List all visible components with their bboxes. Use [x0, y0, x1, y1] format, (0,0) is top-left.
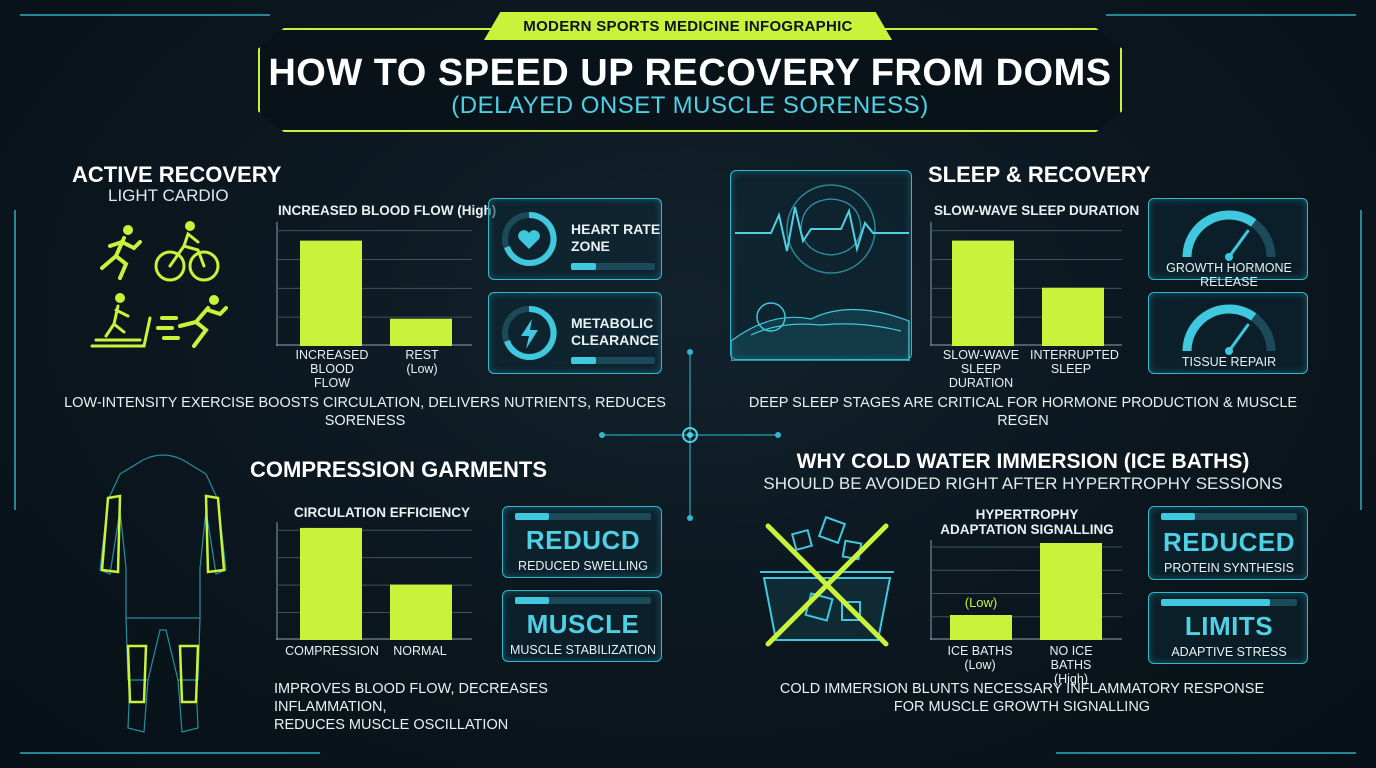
title-frame: [258, 28, 1122, 132]
x-tick-label: COMPRESSION: [285, 644, 379, 658]
bar: [390, 584, 452, 640]
frame-line: [1106, 14, 1356, 16]
card-label: PROTEIN SYNTHESIS: [1164, 561, 1294, 575]
progress-fill: [515, 513, 549, 520]
cold-subtitle: SHOULD BE AVOIDED RIGHT AFTER HYPERTROPH…: [763, 474, 1283, 493]
data-label: (Low): [965, 595, 998, 610]
compression-body-icon: [99, 454, 227, 733]
chart-title: INCREASED BLOOD FLOW (High): [278, 203, 497, 218]
page-subtitle: (DELAYED ONSET MUSCLE SORENESS): [451, 92, 929, 119]
progress-track: [515, 513, 651, 520]
x-tick-label: ICE BATHS(Low): [947, 644, 1013, 672]
running-icon: [100, 225, 142, 280]
reduced-swelling-card: REDUCD REDUCED SWELLING: [502, 506, 662, 578]
gauge-needle: [1227, 323, 1250, 353]
frame-line: [14, 210, 16, 510]
chart-title: SLOW-WAVE SLEEP DURATION: [934, 203, 1140, 218]
gauge-icon: [1182, 304, 1276, 355]
progress-fill: [571, 263, 597, 270]
frame-line: [20, 14, 270, 16]
active-recovery-subtitle: LIGHT CARDIO: [108, 186, 229, 205]
cold-title: WHY COLD WATER IMMERSION (ICE BATHS): [796, 450, 1250, 473]
progress-track: [1161, 513, 1297, 520]
protein-synthesis-card: REDUCED PROTEIN SYNTHESIS: [1148, 506, 1308, 580]
frame-line: [1056, 752, 1356, 754]
card-label: CLEARANCE: [571, 332, 659, 348]
bar: [300, 240, 362, 346]
circulation-chart: [276, 522, 472, 640]
x-tick-label: NO ICE BATHS(High): [1049, 644, 1093, 686]
gauge-hub: [1225, 253, 1233, 261]
card-label: METABOLIC: [571, 315, 654, 331]
bar: [1040, 543, 1102, 640]
lightning-icon: [502, 305, 557, 360]
x-tick-label: NORMAL: [393, 644, 447, 658]
card-label: ZONE: [571, 238, 610, 254]
progress-track: [1161, 599, 1297, 606]
progress-fill: [1161, 599, 1270, 606]
active-recovery-caption: LOW-INTENSITY EXERCISE BOOSTS CIRCULATIO…: [64, 395, 666, 429]
tissue-repair-card: TISSUE REPAIR: [1148, 292, 1308, 374]
card-label: HEART RATE: [571, 221, 661, 237]
compression-caption: IMPROVES BLOOD FLOW, DECREASES INFLAMMAT…: [274, 681, 548, 733]
sleep-title: SLEEP & RECOVERY: [928, 162, 1151, 187]
compression-title: COMPRESSION GARMENTS: [250, 457, 548, 482]
brain-sleep-icon: [730, 184, 910, 362]
card-label: MUSCLE STABILIZATION: [509, 643, 657, 657]
bar: [950, 615, 1012, 640]
card-word: REDUCED: [1162, 527, 1296, 557]
progress-track: [571, 263, 655, 270]
gauge-needle: [1227, 229, 1250, 259]
x-tick-label: REST(Low): [405, 348, 439, 376]
card-label: ADAPTIVE STRESS: [1171, 645, 1287, 659]
activity-icons: [90, 221, 228, 348]
cycling-icon: [154, 221, 220, 282]
heart-icon: [502, 211, 557, 266]
card-label: REDUCED SWELLING: [518, 559, 648, 573]
center-connector: [599, 349, 781, 521]
gauge-label: TISSUE REPAIR: [1181, 355, 1277, 369]
blood-flow-chart: [276, 222, 472, 346]
gauge-fill: [1182, 304, 1257, 352]
card-word: REDUCD: [525, 525, 641, 555]
ice-bath-crossed-icon: [760, 515, 894, 647]
card-word: LIMITS: [1184, 611, 1274, 641]
progress-fill: [1161, 513, 1195, 520]
bar: [390, 318, 452, 346]
progress-track: [571, 357, 655, 364]
bar: [300, 527, 362, 640]
gauge-icon: [1182, 210, 1276, 261]
header-kicker: MODERN SPORTS MEDICINE INFOGRAPHIC: [484, 12, 892, 40]
progress-fill: [571, 357, 597, 364]
gauge-label: GROWTH HORMONE RELEASE: [1166, 261, 1292, 289]
bar: [1042, 287, 1104, 346]
chart-title: CIRCULATION EFFICIENCY: [294, 505, 470, 520]
gauge-fill: [1182, 210, 1257, 258]
sleep-chart: [930, 222, 1122, 346]
growth-hormone-card: GROWTH HORMONE RELEASE: [1148, 198, 1308, 289]
active-recovery-title: ACTIVE RECOVERY: [72, 162, 282, 187]
treadmill-icon: [90, 293, 152, 348]
progress-track: [515, 597, 651, 604]
sleep-caption: DEEP SLEEP STAGES ARE CRITICAL FOR HORMO…: [748, 395, 1298, 429]
sleep-illustration: [730, 170, 912, 362]
bar: [952, 240, 1014, 346]
gauge-hub: [1225, 347, 1233, 355]
frame-line: [20, 752, 320, 754]
cold-caption: COLD IMMERSION BLUNTS NECESSARY INFLAMMA…: [779, 681, 1265, 715]
muscle-stabilization-card: MUSCLE MUSCLE STABILIZATION: [502, 590, 662, 662]
card-word: MUSCLE: [526, 609, 640, 639]
page-title: HOW TO SPEED UP RECOVERY FROM DOMS: [268, 52, 1112, 94]
sprint-icon: [156, 295, 228, 348]
progress-fill: [515, 597, 549, 604]
hypertrophy-chart: (Low)(High): [930, 540, 1122, 640]
adaptive-stress-card: LIMITS ADAPTIVE STRESS: [1148, 592, 1308, 664]
frame-line: [1360, 210, 1362, 510]
